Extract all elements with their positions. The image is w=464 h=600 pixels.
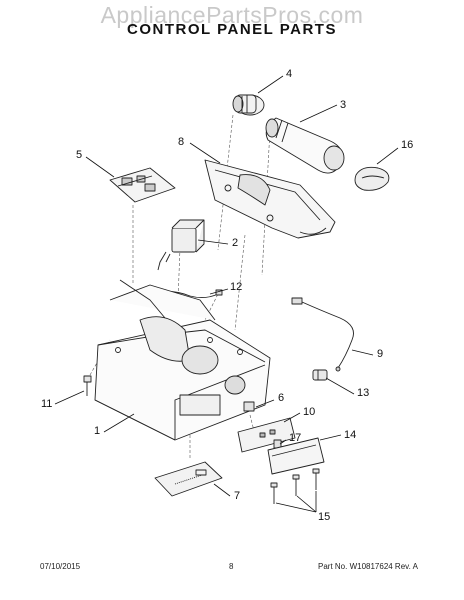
callout-14: 14 bbox=[344, 429, 357, 441]
screws-part-15 bbox=[270, 468, 320, 504]
control-board-part bbox=[109, 167, 176, 203]
screw-part-11 bbox=[83, 375, 92, 396]
callout-4: 4 bbox=[286, 68, 293, 80]
callout-11: 11 bbox=[41, 398, 53, 410]
filter-housing-part bbox=[204, 159, 336, 239]
callout-6: 6 bbox=[278, 392, 285, 404]
callout-3: 3 bbox=[340, 99, 347, 111]
callout-17: 17 bbox=[289, 432, 302, 444]
watermark: AppliancePartsPros.com bbox=[100, 2, 364, 28]
page-title: CONTROL PANEL PARTS bbox=[127, 21, 337, 38]
water-filter-cartridge bbox=[265, 117, 345, 174]
callout-5: 5 bbox=[76, 149, 83, 161]
callout-2: 2 bbox=[232, 237, 239, 249]
cable-part bbox=[291, 297, 354, 372]
transformer-part bbox=[157, 219, 205, 271]
callout-12: 12 bbox=[230, 281, 243, 293]
callout-13: 13 bbox=[357, 387, 370, 399]
display-panel-part bbox=[267, 437, 325, 475]
leader-lines bbox=[54, 75, 399, 513]
callout-8: 8 bbox=[178, 136, 185, 148]
control-housing-part bbox=[94, 279, 271, 441]
control-trim-part bbox=[154, 461, 223, 497]
callout-9: 9 bbox=[377, 348, 384, 360]
connector-part bbox=[312, 369, 328, 381]
display-bracket-part bbox=[237, 417, 296, 453]
callout-1: 1 bbox=[94, 425, 101, 437]
callout-7: 7 bbox=[234, 490, 241, 502]
footer-part-number: Part No. W10817624 Rev. A bbox=[318, 562, 418, 571]
callout-10: 10 bbox=[303, 406, 316, 418]
callout-15: 15 bbox=[318, 511, 331, 523]
footer-date: 07/10/2015 bbox=[40, 562, 81, 571]
callout-16: 16 bbox=[401, 139, 414, 151]
footer-page-number: 8 bbox=[229, 562, 234, 571]
filter-head-part bbox=[232, 94, 265, 116]
button-part bbox=[243, 401, 255, 412]
filter-cap-part bbox=[354, 166, 390, 191]
